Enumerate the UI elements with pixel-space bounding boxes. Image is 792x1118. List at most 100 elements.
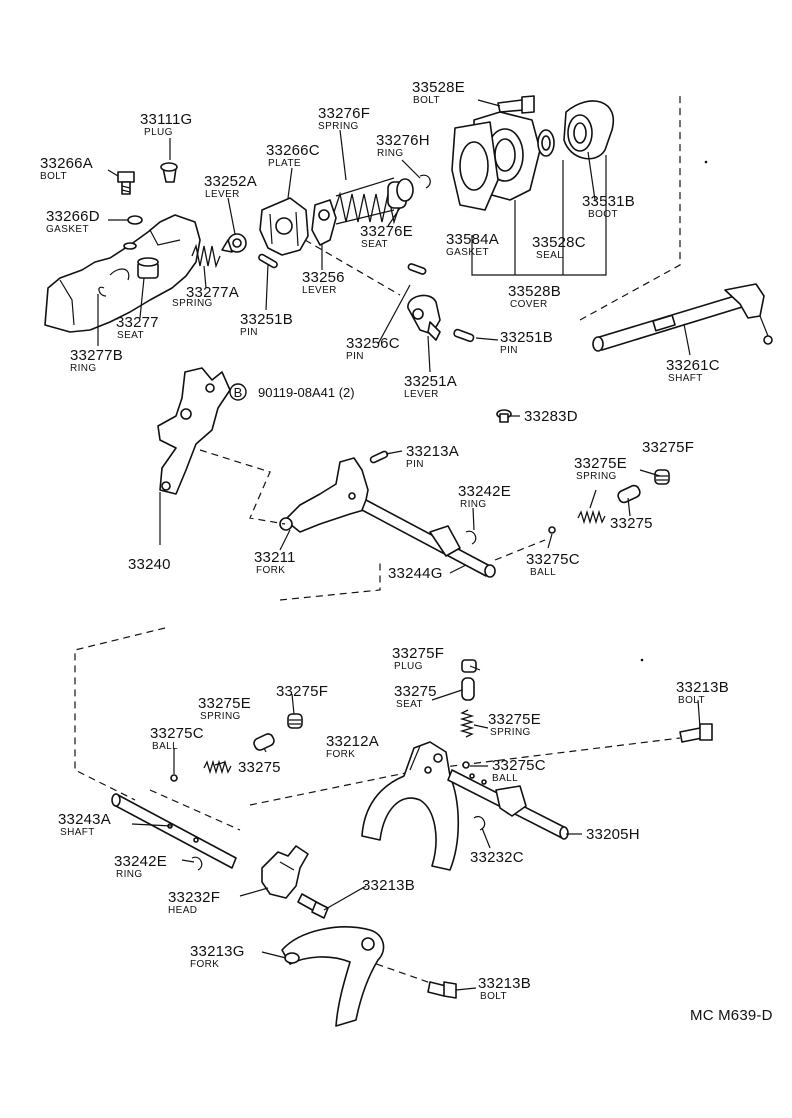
svg-text:FORK: FORK xyxy=(190,959,219,970)
shaft-33261c xyxy=(592,283,773,352)
dash-line-8 xyxy=(149,789,241,831)
svg-text:33251A: 33251A xyxy=(404,373,457,390)
ball-33275c-center xyxy=(462,761,470,769)
svg-text:33275E: 33275E xyxy=(198,695,251,712)
ring-33277b xyxy=(98,286,107,297)
bolt-33213b-middle xyxy=(297,893,329,919)
svg-text:33275E: 33275E xyxy=(488,711,541,728)
seat-33276e xyxy=(387,178,414,209)
svg-text:SHAFT: SHAFT xyxy=(668,373,703,384)
svg-text:33232F: 33232F xyxy=(168,889,220,906)
svg-text:33275: 33275 xyxy=(394,683,437,700)
svg-text:33111G: 33111G xyxy=(140,111,192,128)
svg-text:PIN: PIN xyxy=(500,345,518,356)
plate-33266c xyxy=(259,197,309,256)
svg-text:33275: 33275 xyxy=(238,759,281,776)
label-33252a: 33252A LEVER xyxy=(204,173,257,200)
label-33528e: 33528E BOLT xyxy=(412,79,465,106)
svg-text:33211: 33211 xyxy=(254,549,296,566)
plug-33275f-center xyxy=(461,659,477,673)
svg-text:SPRING: SPRING xyxy=(490,727,531,738)
dot-1 xyxy=(704,160,708,164)
svg-text:33266D: 33266D xyxy=(46,208,100,225)
gasket-33266d xyxy=(127,215,143,225)
svg-text:PLUG: PLUG xyxy=(144,127,173,138)
svg-text:33266C: 33266C xyxy=(266,142,320,159)
svg-text:33252A: 33252A xyxy=(204,173,257,190)
pin-33256c xyxy=(407,263,427,275)
svg-text:BOLT: BOLT xyxy=(40,171,67,182)
svg-text:B: B xyxy=(234,385,243,400)
svg-text:33244G: 33244G xyxy=(388,565,443,582)
svg-text:GASKET: GASKET xyxy=(446,247,489,258)
ring-33232c xyxy=(473,816,486,831)
svg-text:33240: 33240 xyxy=(128,556,171,573)
label-33275e-spring: 33275E SPRING xyxy=(488,711,541,738)
plug-33275f-left xyxy=(287,713,303,729)
svg-text:33205H: 33205H xyxy=(586,826,640,843)
diagram-code: MC M639-D xyxy=(690,1007,773,1024)
label-33276e: 33276E SEAT xyxy=(360,223,413,250)
svg-text:33528C: 33528C xyxy=(532,234,586,251)
lever-33256 xyxy=(311,199,337,246)
svg-text:GASKET: GASKET xyxy=(46,224,89,235)
label-33111g: 33111G PLUG xyxy=(140,111,192,138)
seat-33275-left xyxy=(253,733,275,751)
seat-33275 xyxy=(617,484,641,504)
bolt-33213b-bottom xyxy=(427,981,457,999)
lever-33251a xyxy=(407,294,441,341)
label-33211: 33211 FORK xyxy=(254,549,296,576)
label-33275e-left: 33275E SPRING xyxy=(198,695,251,722)
bolt-33266a xyxy=(117,171,135,195)
label-33531b: 33531B BOOT xyxy=(582,193,635,220)
label-33275-left: 33275 xyxy=(238,759,281,776)
svg-text:BOLT: BOLT xyxy=(480,991,507,1002)
svg-text:33242E: 33242E xyxy=(114,853,167,870)
svg-text:33275F: 33275F xyxy=(642,439,694,456)
ref-note: 90119-08A41 (2) xyxy=(258,385,355,400)
svg-text:33256: 33256 xyxy=(302,269,345,286)
label-33232c: 33232C xyxy=(470,849,524,866)
bracket-33240 xyxy=(157,367,231,545)
svg-text:33531B: 33531B xyxy=(582,193,635,210)
svg-text:PIN: PIN xyxy=(406,459,424,470)
svg-text:33213A: 33213A xyxy=(406,443,459,460)
dash-line-3 xyxy=(199,449,286,525)
svg-text:33275C: 33275C xyxy=(492,757,546,774)
cover-group-bracket xyxy=(471,155,607,276)
label-33277a: 33277A SPRING xyxy=(172,284,239,309)
label-33528c: 33528C SEAL xyxy=(532,234,586,261)
svg-text:33275C: 33275C xyxy=(526,551,580,568)
spring-33275e-center xyxy=(459,709,475,738)
svg-text:RING: RING xyxy=(70,363,97,374)
svg-text:PIN: PIN xyxy=(240,327,258,338)
svg-text:33232C: 33232C xyxy=(470,849,524,866)
label-33261c: 33261C SHAFT xyxy=(666,357,720,384)
svg-text:33276F: 33276F xyxy=(318,105,370,122)
head-33232f xyxy=(261,845,309,899)
plug-33111g xyxy=(160,162,178,183)
label-33275f-top: 33275F xyxy=(642,439,694,456)
svg-text:FORK: FORK xyxy=(326,749,355,760)
label-33276f: 33276F SPRING xyxy=(318,105,370,132)
svg-text:BALL: BALL xyxy=(530,567,556,578)
ball-33275c xyxy=(548,526,556,534)
plug-33275f xyxy=(654,469,670,485)
ref-marker: B xyxy=(229,383,247,401)
svg-text:33277: 33277 xyxy=(116,314,159,331)
svg-text:33275E: 33275E xyxy=(574,455,627,472)
bolt-33528e xyxy=(497,95,535,114)
label-33266c: 33266C PLATE xyxy=(266,142,320,169)
svg-text:33275: 33275 xyxy=(610,515,653,532)
fork-33212a xyxy=(361,741,460,871)
spring-33277a xyxy=(191,243,221,269)
svg-text:33277A: 33277A xyxy=(186,284,239,301)
label-33275c-right: 33275C BALL xyxy=(492,757,546,784)
svg-text:33251B: 33251B xyxy=(500,329,553,346)
bolt-33213b-right xyxy=(679,723,713,743)
svg-text:BOLT: BOLT xyxy=(678,695,705,706)
label-33244g: 33244G xyxy=(388,565,443,582)
label-33251b-left: 33251B PIN xyxy=(240,311,293,338)
dash-line-5 xyxy=(494,539,546,561)
dash-line-7 xyxy=(249,737,681,806)
